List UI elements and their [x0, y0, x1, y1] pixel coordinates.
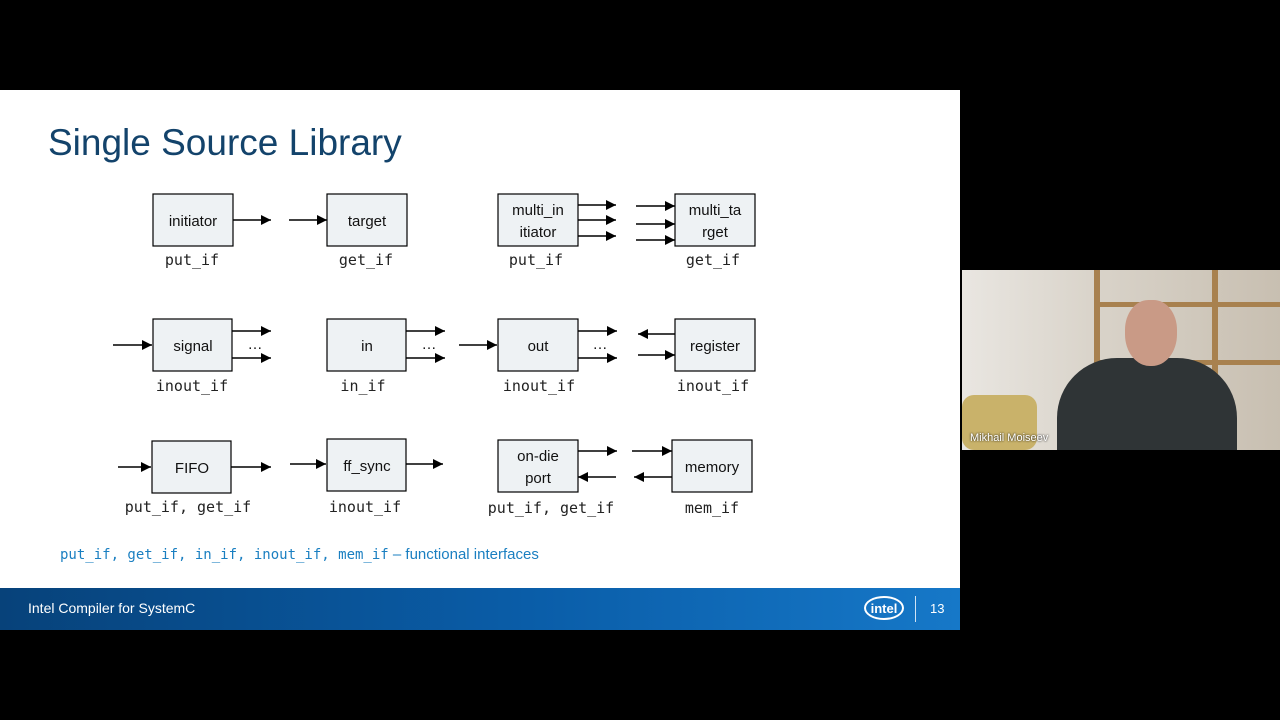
multi-target-box — [674, 193, 756, 247]
footnote-text: – functional interfaces — [388, 546, 539, 563]
target-interface: get_if — [339, 251, 393, 269]
presenter-name: Mikhail Moiseev — [970, 432, 1049, 444]
in-interface: in_if — [340, 377, 385, 395]
out-label: out — [528, 338, 550, 355]
ff-sync-box — [326, 438, 407, 492]
initiator-label: initiator — [169, 213, 217, 230]
target-box — [326, 193, 408, 247]
on-die-port-interface: put_if, get_if — [488, 499, 614, 517]
slide-title: Single Source Library — [48, 122, 402, 163]
multi-initiator-label-1: multi_in — [512, 202, 564, 219]
cushion — [962, 395, 1037, 450]
presenter-body — [1057, 358, 1237, 450]
out-box — [497, 318, 579, 372]
register-box — [674, 318, 756, 372]
bookshelf-board-1 — [1094, 302, 1280, 307]
footnote: put_if, get_if, in_if, inout_if, mem_if … — [60, 546, 539, 563]
fifo-label: FIFO — [175, 460, 209, 477]
intel-logo-icon: intel — [864, 596, 904, 620]
ff-sync-label: ff_sync — [343, 458, 391, 475]
in-ellipsis: … — [422, 336, 437, 353]
multi-initiator-label-2: itiator — [520, 224, 557, 241]
initiator-interface: put_if — [165, 251, 219, 269]
fifo-interface: put_if, get_if — [125, 498, 251, 516]
signal-interface: inout_if — [156, 377, 228, 395]
multi-target-interface: get_if — [686, 251, 740, 269]
page-number: 13 — [930, 601, 945, 616]
signal-ellipsis: … — [248, 336, 263, 353]
memory-interface: mem_if — [685, 499, 739, 517]
presenter-head — [1125, 300, 1177, 366]
ff-sync-interface: inout_if — [329, 498, 401, 516]
on-die-port-label-1: on-die — [517, 448, 559, 465]
target-label: target — [348, 213, 387, 230]
fifo-box — [151, 440, 232, 494]
presenter-webcam: Mikhail Moiseev — [962, 270, 1280, 450]
memory-label: memory — [685, 459, 740, 476]
signal-box — [152, 318, 233, 372]
multi-target-label-1: multi_ta — [689, 202, 742, 219]
footer-title: Intel Compiler for SystemC — [28, 600, 196, 616]
on-die-port-label-2: port — [525, 470, 552, 487]
out-ellipsis: … — [593, 336, 608, 353]
footnote-code: put_if, get_if, in_if, inout_if, mem_if — [60, 547, 389, 563]
architecture-diagram: initiator target multi_in itiator multi_… — [113, 193, 756, 517]
on-die-port-box — [497, 439, 579, 493]
bookshelf-board-3 — [1212, 270, 1218, 450]
slide-footer: Intel Compiler for SystemC intel 13 — [0, 588, 960, 630]
multi-initiator-box — [497, 193, 579, 247]
memory-box — [671, 439, 753, 493]
slide: Single Source Library — [0, 90, 960, 630]
register-label: register — [690, 338, 740, 355]
initiator-box — [152, 193, 234, 247]
multi-initiator-interface: put_if — [509, 251, 563, 269]
register-interface: inout_if — [677, 377, 749, 395]
signal-label: signal — [173, 338, 212, 355]
out-interface: inout_if — [503, 377, 575, 395]
in-label: in — [361, 338, 373, 355]
multi-target-label-2: rget — [702, 224, 729, 241]
in-box — [326, 318, 407, 372]
footer-divider — [915, 596, 916, 622]
